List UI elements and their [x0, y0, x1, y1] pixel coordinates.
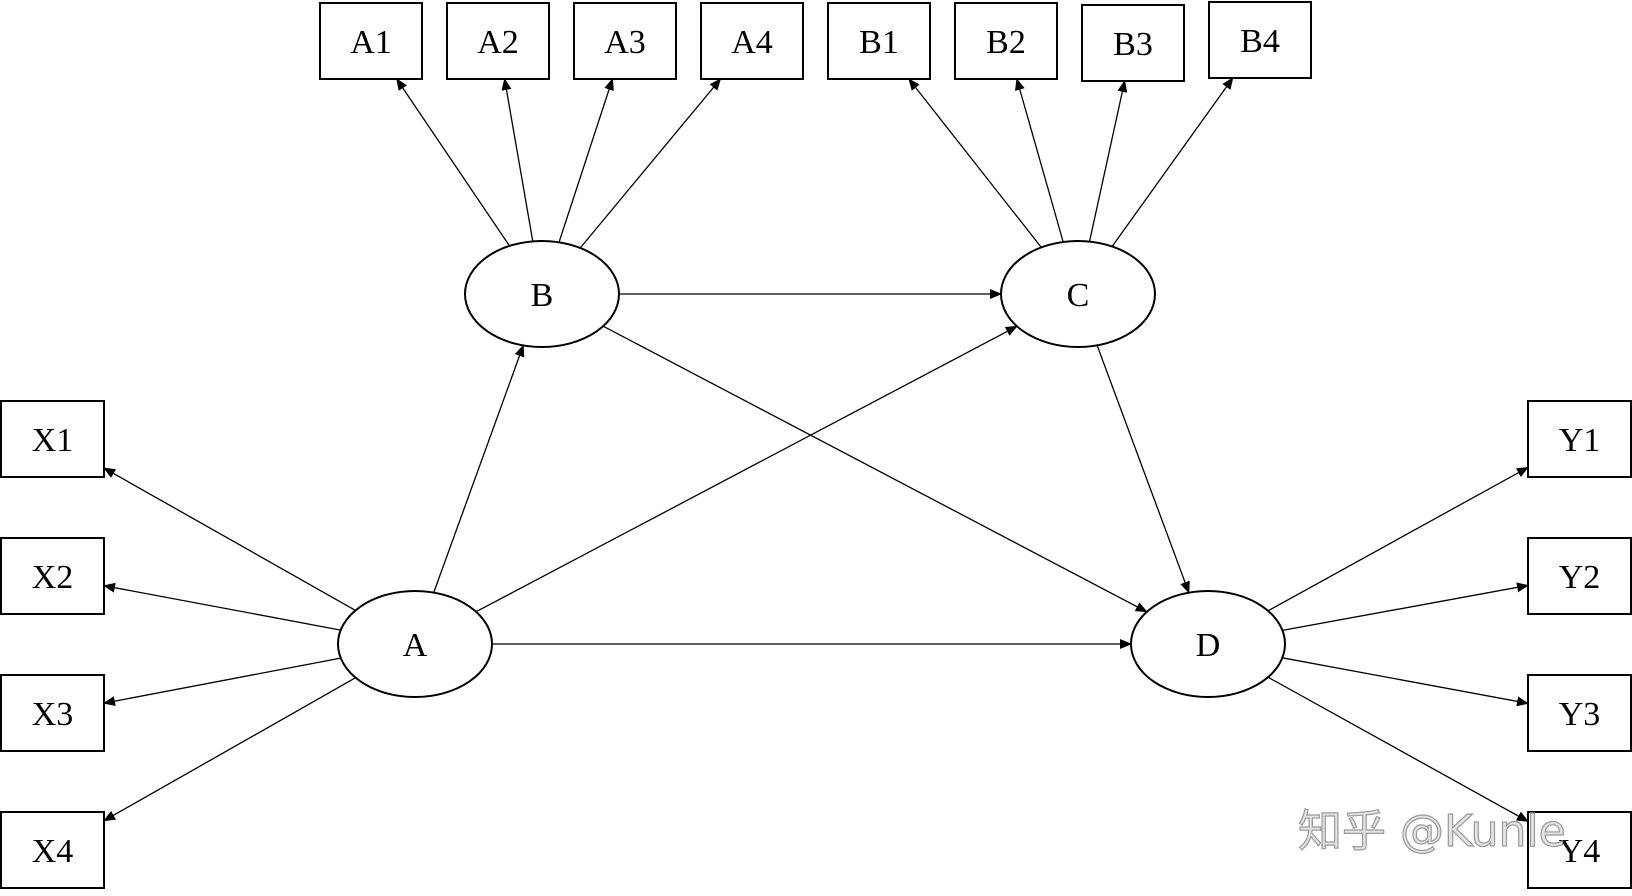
edge-a-to-x1 [103, 467, 356, 611]
edge-a-to-x3 [103, 657, 341, 707]
indicator-box-b1 [827, 2, 931, 80]
edge-c-to-b1 [908, 78, 1042, 248]
edge-d-to-y1 [1267, 466, 1529, 612]
latent-node-a: A [337, 590, 493, 698]
indicator-box-x1 [0, 400, 105, 478]
edge-c-to-b4 [1111, 77, 1234, 247]
edge-b-to-d [602, 325, 1148, 613]
edge-b-to-a1 [396, 78, 511, 247]
indicator-box-y4 [1527, 811, 1632, 889]
indicator-label-b2: B2 [986, 24, 1026, 61]
indicator-box-a3 [573, 2, 677, 80]
indicator-box-y1 [1527, 400, 1632, 478]
indicator-label-y4: Y4 [1559, 833, 1601, 870]
latent-ellipse-b [464, 240, 620, 348]
indicator-box-x4 [0, 811, 105, 889]
indicator-label-y3: Y3 [1559, 696, 1601, 733]
latent-node-c: C [1000, 240, 1156, 348]
indicator-label-a4: A4 [731, 24, 773, 61]
edge-a-to-b [433, 344, 525, 593]
indicator-box-a1 [319, 2, 423, 80]
latent-label-c: C [1067, 277, 1090, 314]
latent-ellipse-d [1130, 590, 1286, 698]
watermark-text: 知乎 @Kunle [1298, 806, 1566, 857]
edge-b-to-a3 [558, 78, 614, 243]
indicator-node-x1: X1 [0, 400, 105, 478]
indicator-label-a2: A2 [477, 24, 519, 61]
indicator-box-b4 [1208, 1, 1312, 79]
indicator-box-a2 [446, 2, 550, 80]
indicator-node-x2: X2 [0, 537, 105, 615]
edge-a-to-x4 [103, 677, 356, 822]
indicator-label-b3: B3 [1113, 26, 1153, 63]
indicator-node-y4: Y4 [1527, 811, 1632, 889]
indicator-node-x3: X3 [0, 674, 105, 752]
latent-label-b: B [531, 277, 554, 314]
indicator-node-a4: A4 [700, 2, 804, 80]
edge-d-to-y2 [1282, 582, 1529, 632]
edge-c-to-b2 [1015, 78, 1064, 243]
indicator-label-a3: A3 [604, 24, 646, 61]
edge-d-to-y4 [1267, 676, 1529, 822]
edge-c-to-d [1096, 345, 1190, 594]
latent-node-b: B [464, 240, 620, 348]
indicator-box-b2 [954, 2, 1058, 80]
indicator-box-a4 [700, 2, 804, 80]
indicator-node-x4: X4 [0, 811, 105, 889]
indicator-box-b3 [1081, 4, 1185, 82]
indicator-node-y2: Y2 [1527, 537, 1632, 615]
indicator-label-b4: B4 [1240, 23, 1280, 60]
edge-b-to-a2 [501, 78, 534, 242]
edge-d-to-y3 [1282, 657, 1529, 707]
indicator-label-x3: X3 [32, 696, 74, 733]
indicator-node-y3: Y3 [1527, 674, 1632, 752]
indicator-label-y1: Y1 [1559, 422, 1601, 459]
indicator-node-b4: B4 [1208, 1, 1312, 79]
indicator-node-a3: A3 [573, 2, 677, 80]
indicator-node-a2: A2 [446, 2, 550, 80]
latent-ellipse-a [337, 590, 493, 698]
latent-label-d: D [1196, 627, 1221, 664]
indicator-box-x3 [0, 674, 105, 752]
edges-layer [103, 77, 1529, 822]
indicator-label-b1: B1 [859, 24, 899, 61]
indicator-box-y3 [1527, 674, 1632, 752]
latent-node-d: D [1130, 590, 1286, 698]
edge-a-to-c [475, 325, 1018, 613]
indicator-node-y1: Y1 [1527, 400, 1632, 478]
indicator-label-x1: X1 [32, 422, 74, 459]
indicator-node-b3: B3 [1081, 4, 1185, 82]
indicator-box-x2 [0, 537, 105, 615]
indicator-node-a1: A1 [319, 2, 423, 80]
edge-b-to-a4 [579, 78, 722, 249]
edge-a-to-x2 [103, 582, 341, 631]
latent-label-a: A [403, 627, 428, 664]
latent-ellipse-c [1000, 240, 1156, 348]
indicator-label-x2: X2 [32, 559, 74, 596]
indicator-node-b1: B1 [827, 2, 931, 80]
indicator-label-a1: A1 [350, 24, 392, 61]
indicator-label-y2: Y2 [1559, 559, 1601, 596]
indicator-label-x4: X4 [32, 833, 74, 870]
edge-c-to-b3 [1088, 80, 1128, 242]
indicator-box-y2 [1527, 537, 1632, 615]
indicator-node-b2: B2 [954, 2, 1058, 80]
